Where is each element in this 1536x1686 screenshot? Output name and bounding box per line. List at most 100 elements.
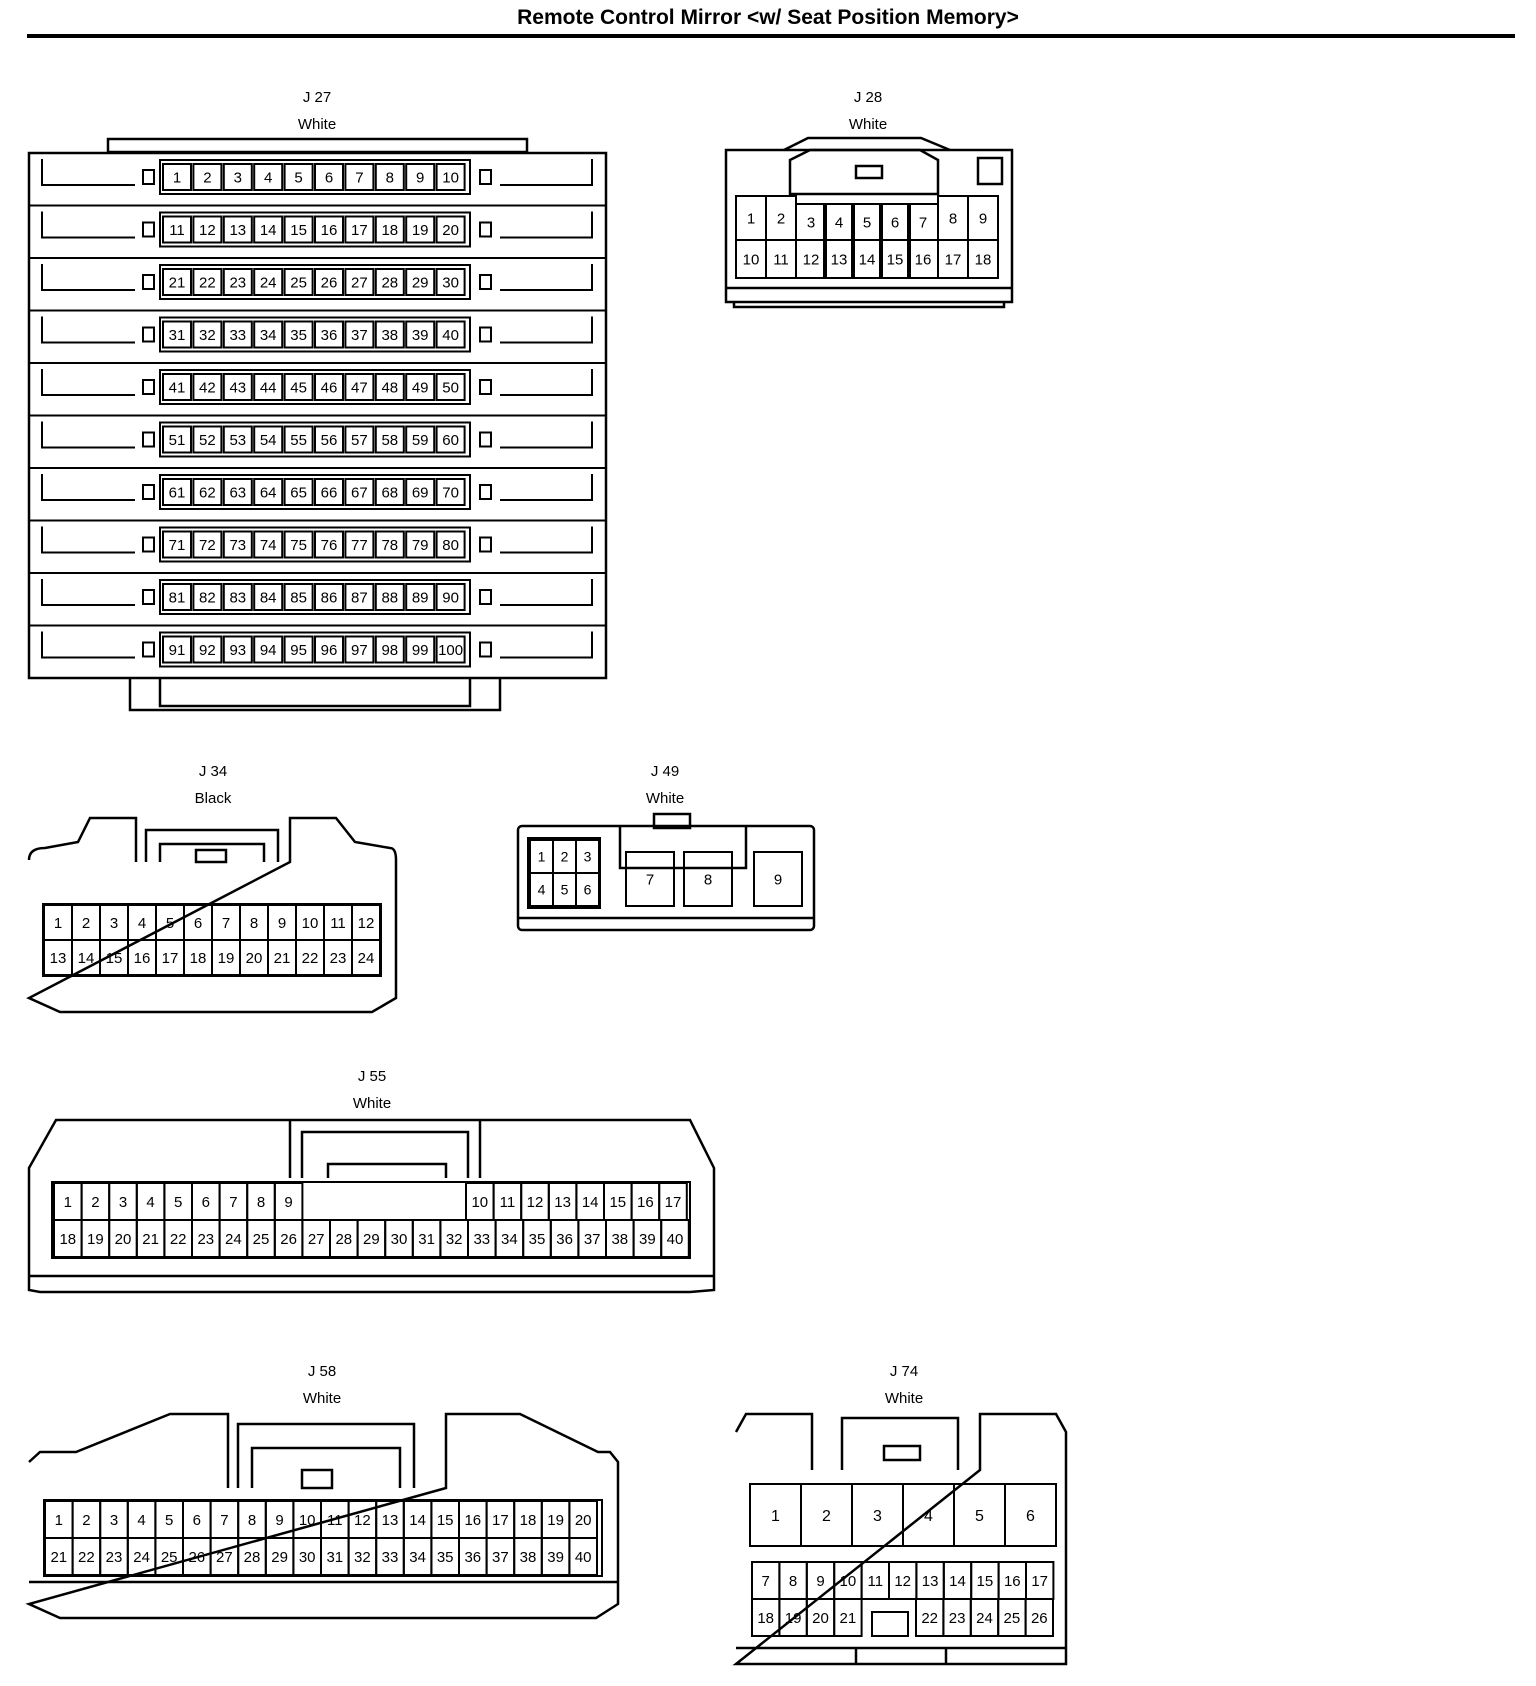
pin-number: 24 bbox=[260, 274, 277, 291]
pin-number: 99 bbox=[412, 642, 429, 659]
pin-number: 9 bbox=[416, 169, 424, 186]
pin-cavity: 8 bbox=[937, 195, 969, 241]
pin-number: 79 bbox=[412, 537, 429, 554]
pin-number: 17 bbox=[162, 950, 179, 967]
pin-box bbox=[435, 635, 466, 664]
pin-number: 26 bbox=[321, 274, 338, 291]
pin-number: 14 bbox=[582, 1194, 599, 1211]
pin-number: 5 bbox=[975, 1508, 984, 1525]
pin-cavity: 87 bbox=[344, 583, 375, 611]
pin-box bbox=[435, 425, 466, 454]
pin-cavity: 28 bbox=[329, 1219, 359, 1258]
pin-number: 4 bbox=[835, 214, 843, 231]
connector-j49-id: J 49 bbox=[651, 763, 679, 780]
pin-number: 73 bbox=[229, 537, 246, 554]
pin-box bbox=[253, 163, 284, 191]
pin-cavity: 12 bbox=[351, 904, 381, 941]
pin-cavity: 66 bbox=[314, 478, 344, 506]
pin-cavity: 9 bbox=[967, 195, 999, 241]
pin-number: 10 bbox=[302, 915, 319, 932]
pin-box bbox=[162, 583, 192, 611]
pin-cavity: 12 bbox=[888, 1561, 918, 1600]
pin-cavity: 29 bbox=[405, 268, 436, 296]
pin-cavity: 47 bbox=[344, 373, 375, 401]
pin-cavity: 27 bbox=[301, 1219, 331, 1258]
pin-number: 3 bbox=[110, 915, 118, 932]
pin-cavity: 6 bbox=[879, 203, 911, 241]
pin-number: 8 bbox=[257, 1194, 265, 1211]
pin-number: 10 bbox=[743, 251, 760, 268]
pin-number: 16 bbox=[464, 1512, 481, 1529]
pin-number: 83 bbox=[229, 589, 246, 606]
pin-number: 27 bbox=[216, 1549, 233, 1566]
pin-number: 4 bbox=[924, 1508, 933, 1525]
pin-number: 26 bbox=[1031, 1610, 1048, 1627]
pin-number: 5 bbox=[165, 1512, 173, 1529]
pin-box bbox=[253, 373, 284, 401]
pin-number: 51 bbox=[169, 432, 186, 449]
pin-cavity: 37 bbox=[344, 320, 375, 349]
pin-cavity: 56 bbox=[314, 425, 344, 454]
pin-cavity: 99 bbox=[405, 635, 436, 664]
title-rule bbox=[27, 34, 1515, 38]
pin-cavity: 60 bbox=[435, 425, 466, 454]
pin-number: 49 bbox=[412, 379, 429, 396]
pin-number: 38 bbox=[520, 1549, 537, 1566]
pin-box bbox=[162, 635, 192, 664]
pin-cavity: 16 bbox=[907, 239, 939, 279]
pin-cavity: 79 bbox=[405, 530, 436, 559]
pin-number: 1 bbox=[747, 210, 755, 227]
connector-j34-id: J 34 bbox=[199, 763, 227, 780]
pin-cavity: 63 bbox=[222, 478, 253, 506]
pin-box bbox=[283, 635, 314, 664]
pin-cavity: 59 bbox=[405, 425, 436, 454]
pin-cavity: 10 bbox=[435, 163, 466, 191]
pin-number: 4 bbox=[538, 882, 546, 898]
pin-cavity: 20 bbox=[239, 939, 269, 976]
pin-cavity: 25 bbox=[283, 268, 314, 296]
pin-number: 87 bbox=[351, 589, 368, 606]
pin-cavity: 43 bbox=[222, 373, 253, 401]
pin-cavity: 36 bbox=[549, 1219, 580, 1258]
pin-box bbox=[192, 478, 223, 506]
pin-number: 12 bbox=[358, 915, 375, 932]
pin-number: 25 bbox=[1004, 1610, 1021, 1627]
pin-box bbox=[575, 872, 600, 907]
pin-cavity: 94 bbox=[253, 635, 284, 664]
pin-number: 34 bbox=[501, 1231, 518, 1248]
pin-number: 16 bbox=[1004, 1573, 1021, 1590]
pin-number: 40 bbox=[667, 1231, 684, 1248]
pin-number: 3 bbox=[119, 1194, 127, 1211]
pin-cavity: 7 bbox=[907, 203, 939, 241]
pin-number: 16 bbox=[134, 950, 151, 967]
pin-cavity: 65 bbox=[283, 478, 314, 506]
pin-cavity: 18 bbox=[967, 239, 999, 279]
pin-number: 11 bbox=[330, 915, 346, 932]
pin-number: 15 bbox=[106, 950, 123, 967]
pin-box bbox=[192, 530, 223, 559]
pin-cavity: 8 bbox=[778, 1561, 808, 1600]
pin-cavity: 44 bbox=[253, 373, 284, 401]
pin-number: 13 bbox=[382, 1512, 399, 1529]
pin-number: 8 bbox=[789, 1573, 797, 1590]
pin-cavity: 4 bbox=[529, 872, 554, 907]
pin-cavity: 27 bbox=[209, 1537, 240, 1576]
pin-number: 5 bbox=[561, 882, 569, 898]
pin-cavity: 40 bbox=[660, 1219, 690, 1258]
pin-number: 41 bbox=[169, 379, 186, 396]
pin-number: 91 bbox=[169, 642, 186, 659]
pin-cavity: 53 bbox=[222, 425, 253, 454]
pin-box bbox=[222, 373, 253, 401]
pin-box bbox=[162, 320, 192, 349]
pin-cavity: 9 bbox=[753, 851, 803, 907]
connector-j74-color: White bbox=[885, 1390, 923, 1407]
pin-box bbox=[879, 239, 911, 279]
pin-cavity: 39 bbox=[632, 1219, 663, 1258]
pin-box bbox=[405, 530, 436, 559]
pin-box bbox=[374, 478, 405, 506]
pin-cavity: 12 bbox=[795, 239, 827, 279]
pin-number: 34 bbox=[260, 327, 277, 344]
